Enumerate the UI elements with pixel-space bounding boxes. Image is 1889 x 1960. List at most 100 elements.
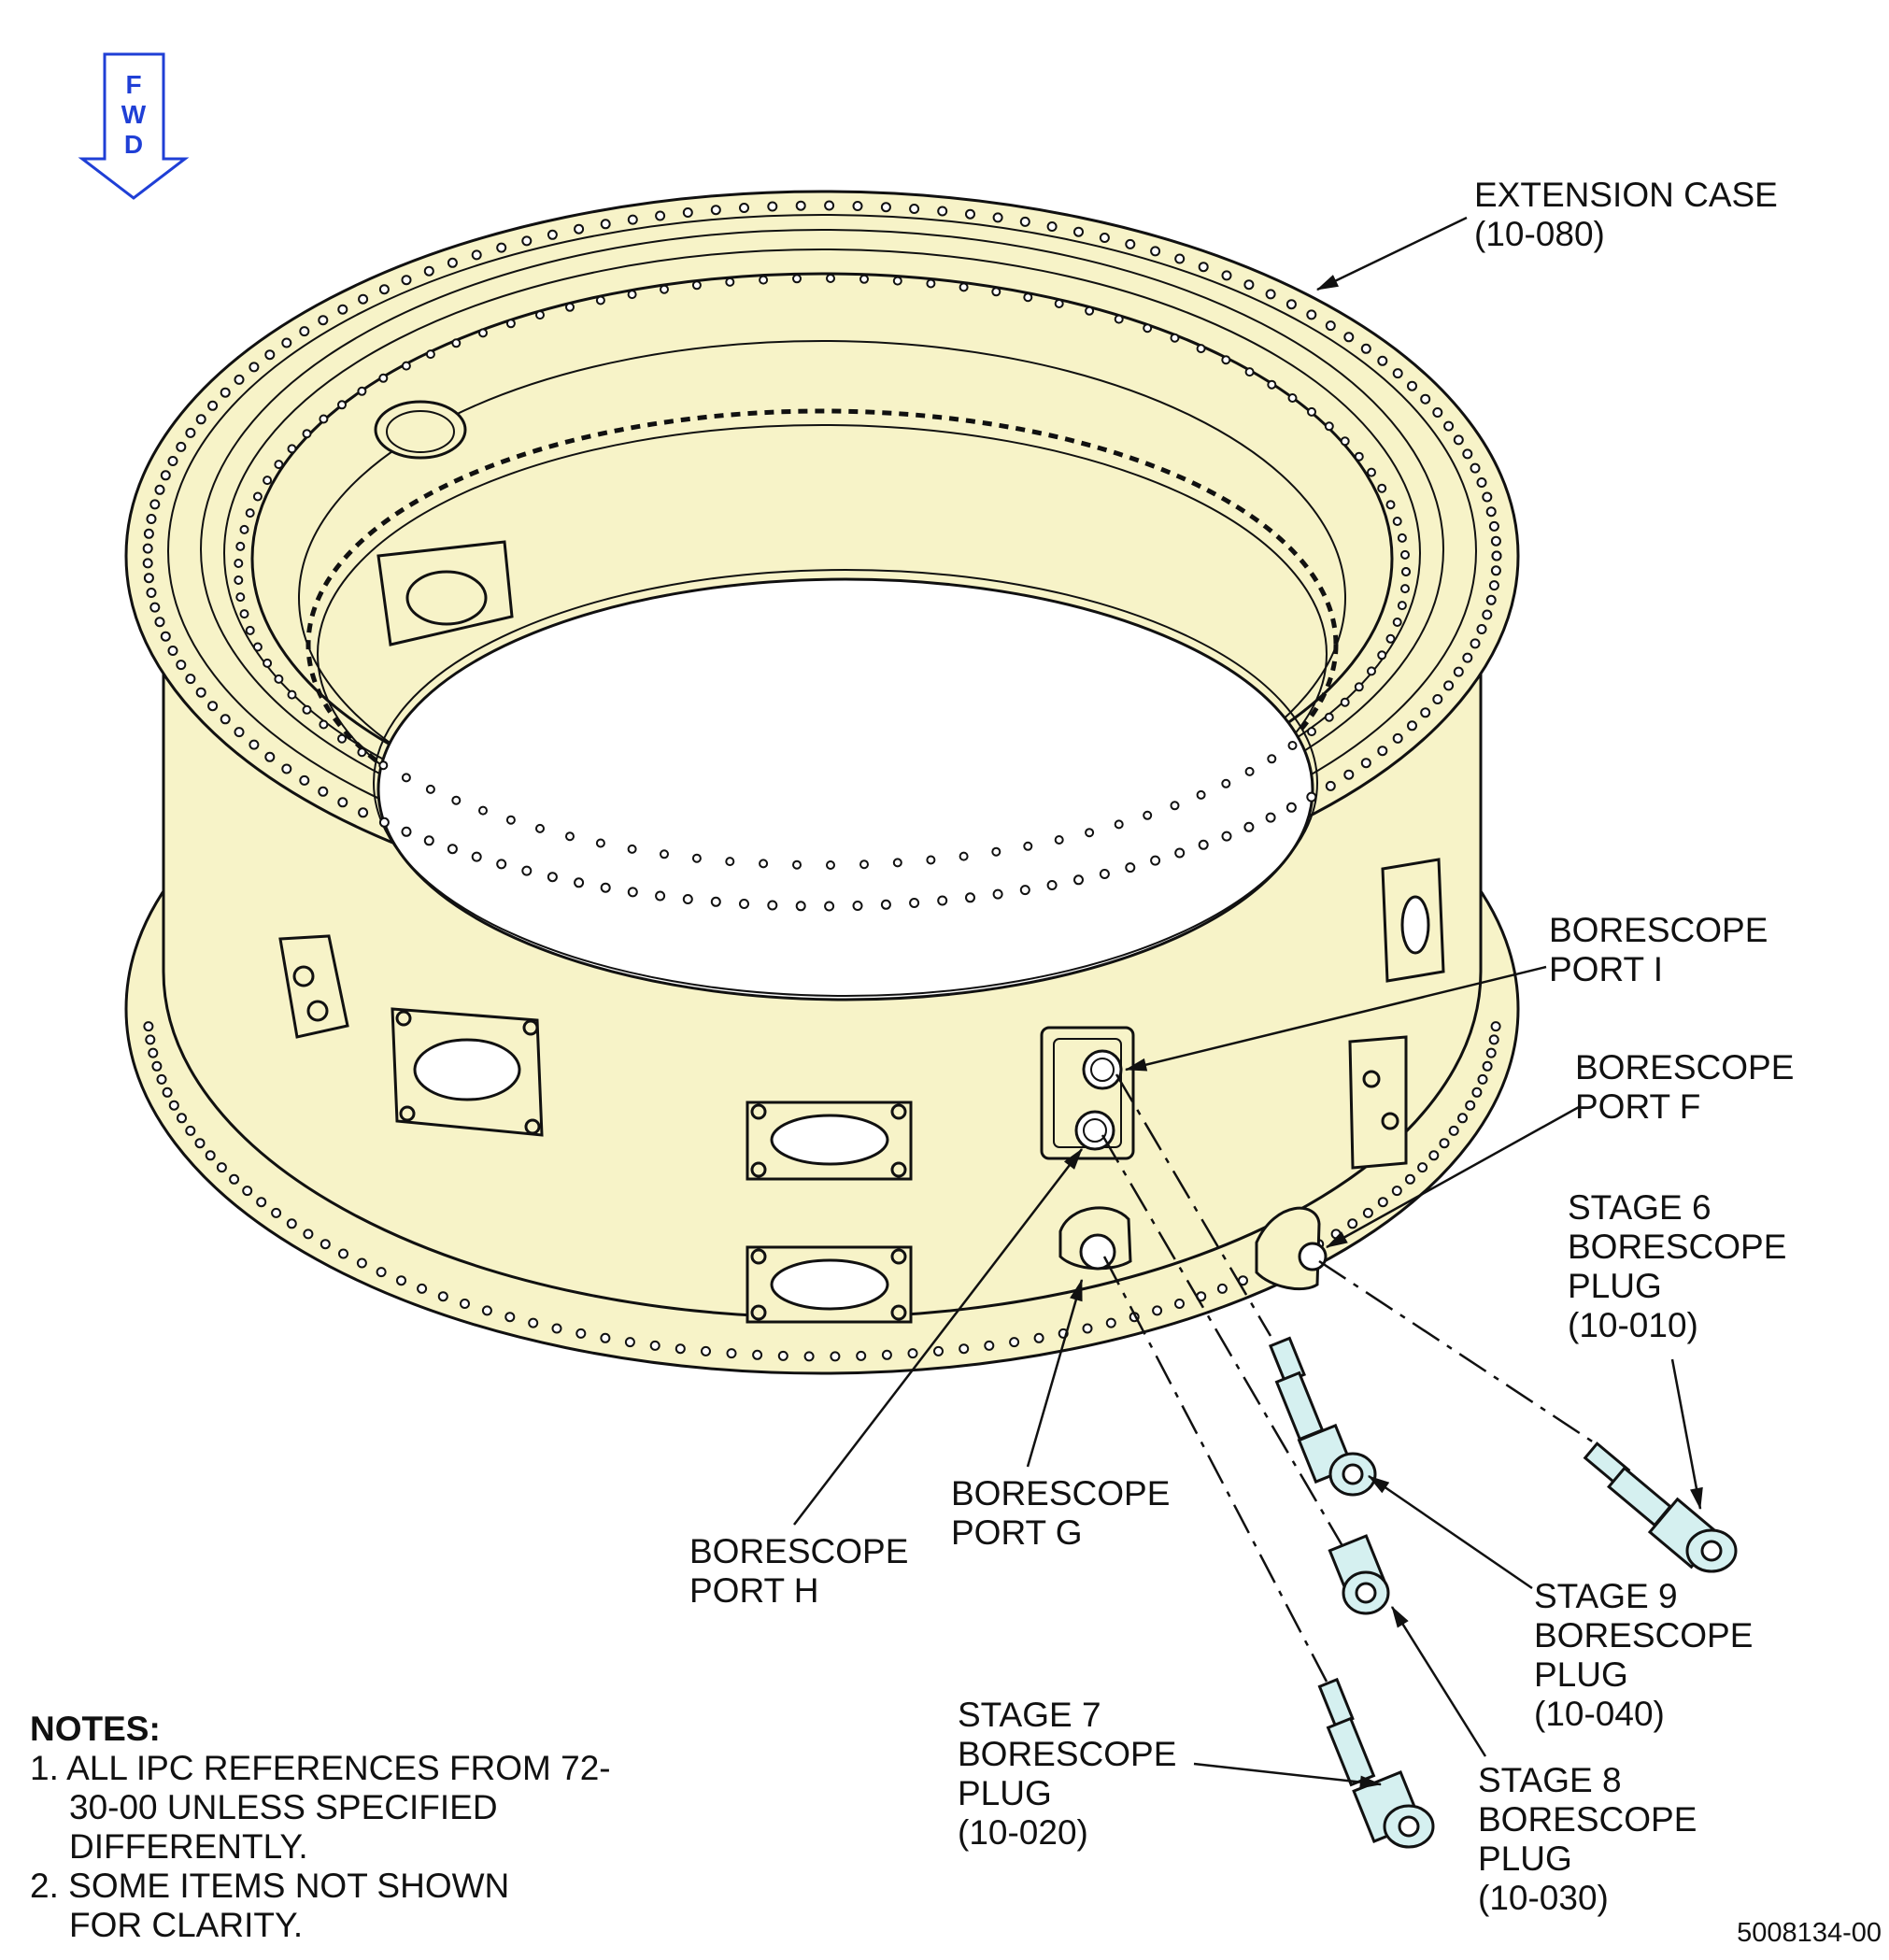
bolt-hole bbox=[1476, 477, 1487, 488]
label-line: STAGE 8 bbox=[1478, 1761, 1622, 1799]
bolt-hole bbox=[358, 293, 369, 305]
label-port-h: BORESCOPE PORT H bbox=[689, 1532, 908, 1611]
bolt-hole bbox=[1073, 226, 1084, 237]
bolt-hole bbox=[451, 795, 462, 805]
bolt-hole bbox=[447, 844, 458, 855]
bolt-hole bbox=[504, 1312, 516, 1323]
bolt-hole bbox=[937, 206, 948, 217]
bolt-hole bbox=[1343, 769, 1355, 780]
bolt-hole bbox=[1085, 305, 1095, 316]
stage8-plug-icon bbox=[1328, 1534, 1390, 1615]
bolt-hole bbox=[984, 1340, 995, 1351]
bolt-hole bbox=[239, 609, 249, 619]
bolt-hole bbox=[1347, 1218, 1358, 1229]
bolt-hole bbox=[249, 362, 260, 373]
bolt-hole bbox=[505, 815, 516, 825]
bolt-hole bbox=[1221, 270, 1232, 281]
bolt-hole bbox=[234, 727, 245, 738]
label-port-g: BORESCOPE PORT G bbox=[951, 1474, 1170, 1553]
bolt-hole bbox=[1482, 609, 1493, 620]
bolt-hole bbox=[1367, 467, 1376, 477]
bolt-hole bbox=[271, 1207, 282, 1218]
bolt-hole bbox=[1033, 1332, 1044, 1343]
bolt-hole bbox=[926, 278, 936, 289]
bolt-hole bbox=[1428, 1150, 1440, 1161]
bolt-hole bbox=[824, 200, 835, 211]
bolt-hole bbox=[881, 1349, 892, 1360]
bolt-hole bbox=[1377, 1197, 1388, 1208]
bolt-hole bbox=[356, 1257, 367, 1269]
bolt-hole bbox=[649, 1340, 660, 1351]
bolt-hole bbox=[1054, 299, 1064, 308]
bolt-hole bbox=[1404, 1173, 1415, 1185]
bolt-hole bbox=[691, 280, 702, 291]
bolt-hole bbox=[249, 739, 260, 750]
bolt-hole bbox=[565, 302, 575, 312]
bolt-hole bbox=[1377, 355, 1388, 366]
bolt-hole bbox=[378, 284, 390, 295]
bolt-hole bbox=[1082, 1323, 1093, 1334]
bolt-hole bbox=[167, 646, 178, 656]
bolt-hole bbox=[1265, 289, 1276, 300]
bolt-hole bbox=[547, 872, 558, 883]
label-line: STAGE 9 bbox=[1534, 1577, 1678, 1615]
label-line: BORESCOPE bbox=[1575, 1048, 1795, 1087]
bolt-hole bbox=[195, 687, 206, 698]
bolt-hole bbox=[521, 235, 533, 247]
bolt-hole bbox=[235, 541, 246, 551]
bolt-hole bbox=[447, 257, 458, 268]
bolt-hole bbox=[337, 304, 348, 315]
bolt-hole bbox=[1152, 1305, 1163, 1316]
bolt-hole bbox=[926, 855, 936, 865]
label-line: BORESCOPE bbox=[1549, 911, 1768, 949]
bolt-hole bbox=[338, 1248, 348, 1259]
bolt-hole bbox=[1085, 828, 1095, 838]
leader-stage9 bbox=[1368, 1474, 1533, 1590]
bolt-hole bbox=[274, 674, 284, 684]
bolt-hole bbox=[216, 1162, 227, 1173]
bolt-hole bbox=[1392, 517, 1402, 526]
bolt-hole bbox=[1377, 650, 1387, 660]
bolt-hole bbox=[177, 1113, 187, 1124]
bolt-hole bbox=[220, 387, 231, 398]
bolt-hole bbox=[1485, 506, 1497, 518]
bolt-hole bbox=[264, 751, 276, 762]
borescope-port-bosses bbox=[1040, 1026, 1328, 1291]
bolt-hole bbox=[1307, 406, 1316, 417]
bolt-hole bbox=[710, 896, 721, 907]
bolt-hole bbox=[185, 427, 196, 438]
extension-case-body bbox=[124, 190, 1520, 1375]
bolt-hole bbox=[281, 763, 292, 774]
bolt-hole bbox=[792, 859, 802, 870]
bolt-hole bbox=[574, 877, 585, 888]
bolt-hole bbox=[1385, 500, 1396, 510]
label-line: BORESCOPE bbox=[951, 1474, 1171, 1513]
bolt-hole bbox=[1482, 491, 1493, 503]
label-line: (10-030) bbox=[1478, 1879, 1609, 1917]
bolt-hole bbox=[195, 414, 206, 425]
leader-extension-case bbox=[1315, 216, 1468, 291]
bolt-hole bbox=[142, 543, 153, 554]
bolt-hole bbox=[1385, 633, 1396, 644]
stage9-plug-icon bbox=[1268, 1336, 1377, 1497]
bolt-hole bbox=[627, 887, 638, 898]
bolt-hole bbox=[725, 857, 735, 867]
bolt-hole bbox=[264, 349, 276, 361]
bolt-hole bbox=[551, 1323, 562, 1334]
leader-stage7 bbox=[1193, 1762, 1383, 1789]
bolt-hole bbox=[149, 602, 161, 613]
bolt-hole bbox=[880, 899, 891, 910]
bolt-hole bbox=[528, 1317, 539, 1328]
bolt-hole bbox=[1392, 618, 1402, 627]
figure-number: 5008134-00 bbox=[1737, 1918, 1882, 1948]
bolt-hole bbox=[1325, 780, 1336, 791]
bolt-hole bbox=[907, 1348, 918, 1359]
label-line: STAGE 7 bbox=[958, 1696, 1101, 1734]
bolt-hole bbox=[1490, 535, 1501, 547]
bolt-hole bbox=[726, 1348, 737, 1359]
bolt-hole bbox=[1054, 835, 1064, 845]
bolt-hole bbox=[1099, 869, 1110, 879]
bolt-hole bbox=[1174, 253, 1186, 264]
bolt-hole bbox=[1023, 841, 1033, 851]
bolt-hole bbox=[160, 470, 171, 481]
